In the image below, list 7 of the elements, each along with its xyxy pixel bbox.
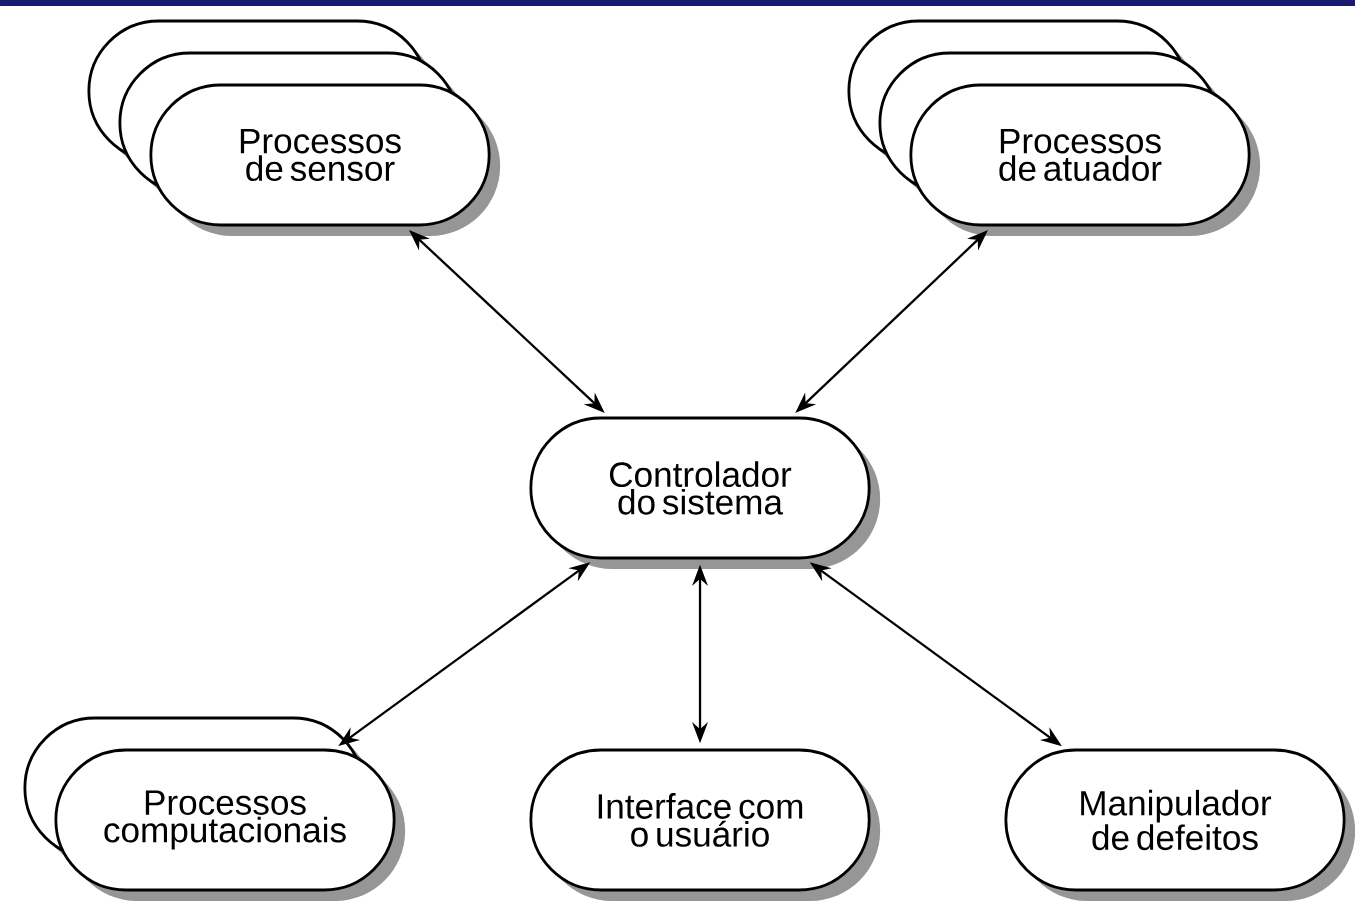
process-box: Manipulador de defeitos (1004, 748, 1355, 901)
process-box: Controlador do sistema (529, 416, 881, 569)
process-box: Processos de sensor (87, 19, 501, 236)
node-label: Interface com o usuário (598, 793, 803, 847)
process-box: Processos de atuador (847, 19, 1261, 236)
process-box: Processos computacionais (23, 716, 406, 901)
process-box: Interface com o usuário (529, 748, 881, 901)
